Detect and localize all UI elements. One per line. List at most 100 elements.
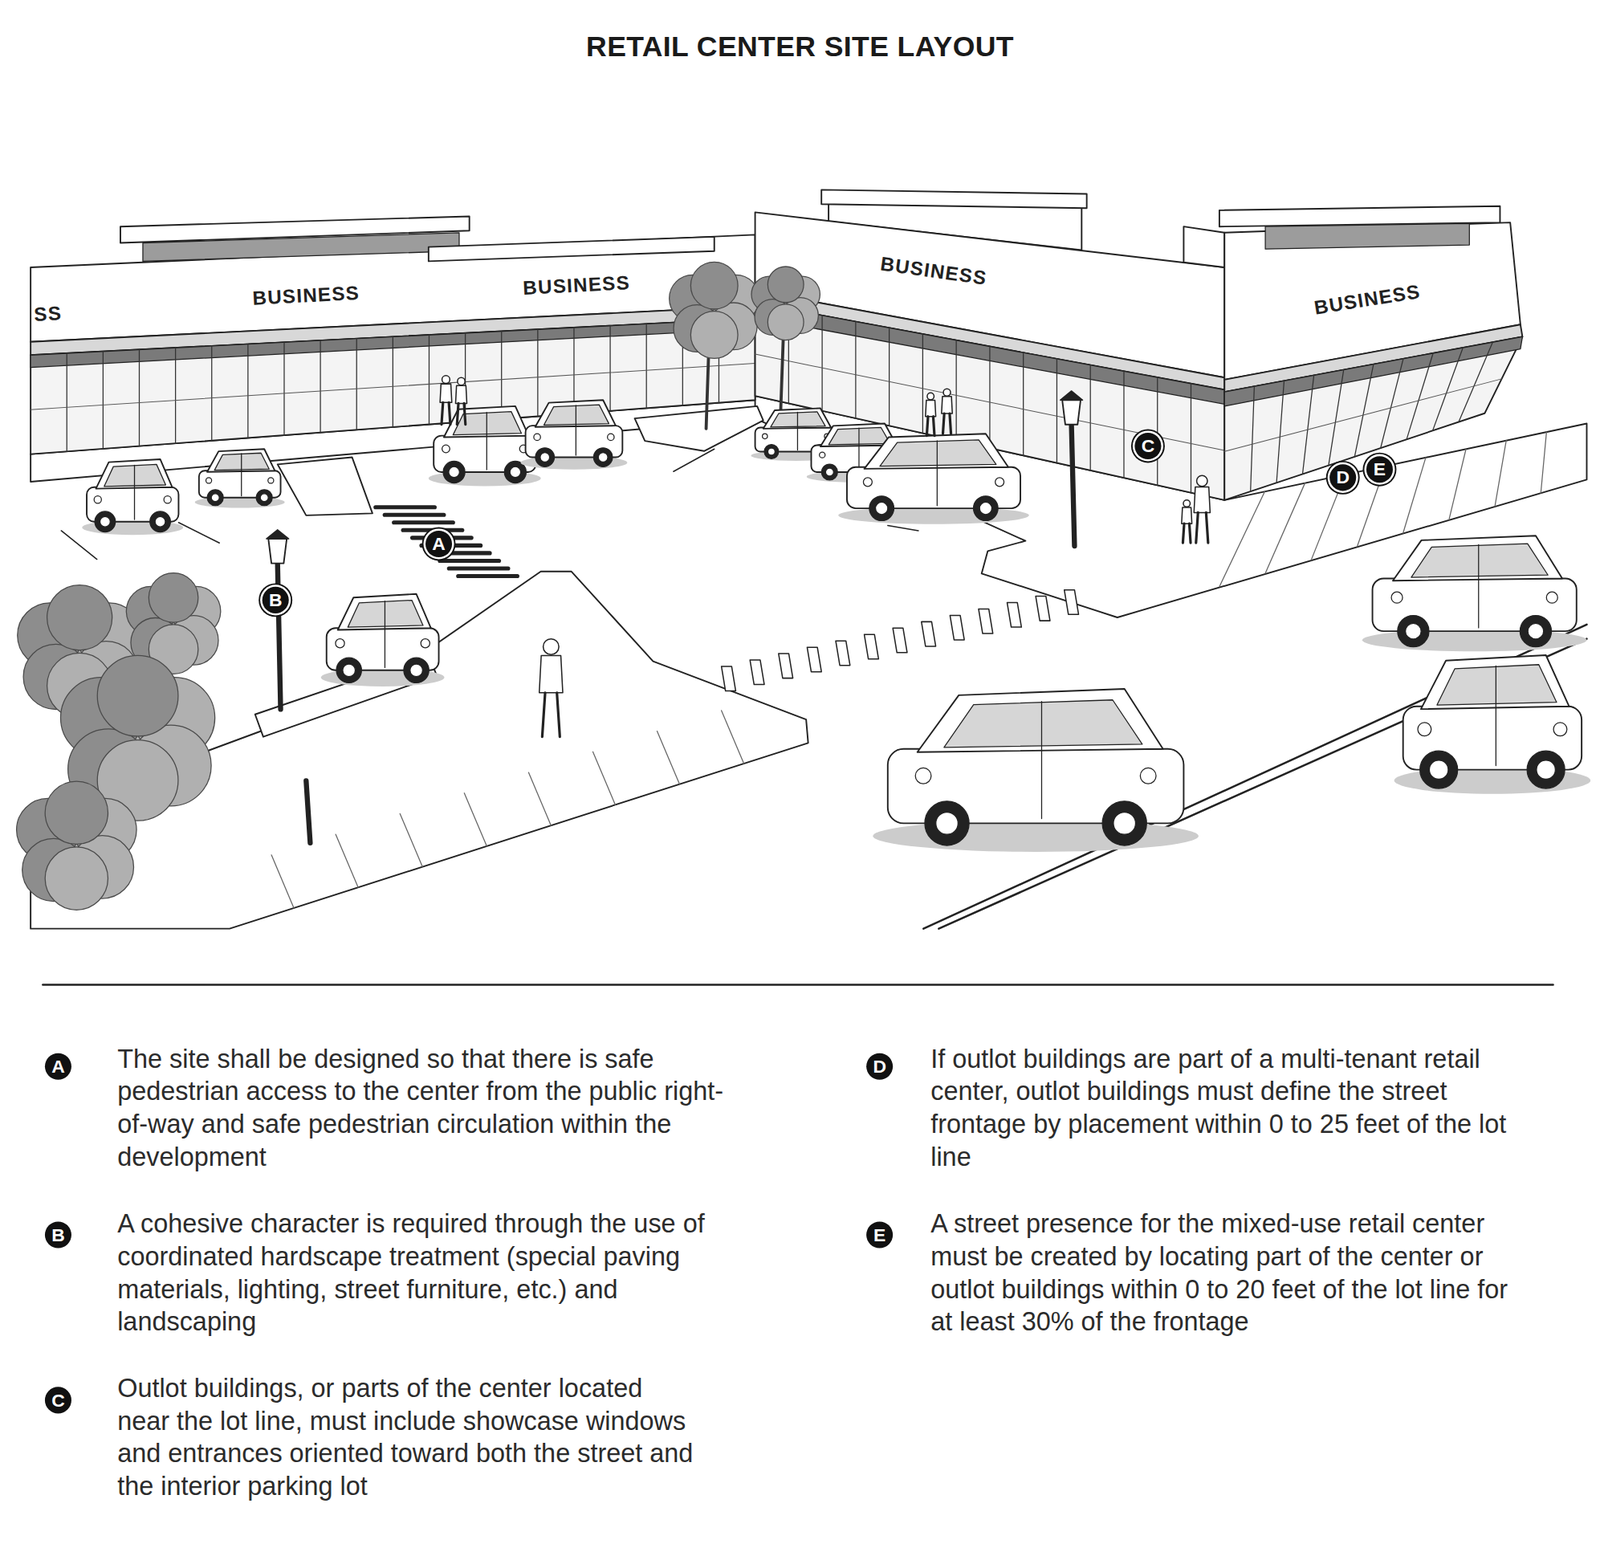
crosswalk-stripe bbox=[1007, 602, 1022, 628]
person bbox=[1182, 523, 1185, 543]
car-hub bbox=[1536, 760, 1556, 779]
transom bbox=[1224, 336, 1523, 406]
car-door bbox=[858, 427, 860, 471]
person bbox=[1188, 523, 1191, 543]
car-light bbox=[1417, 722, 1432, 737]
callout-letter: E bbox=[866, 1221, 893, 1248]
person bbox=[926, 416, 929, 436]
paving-joint bbox=[399, 813, 423, 867]
car-light bbox=[1553, 722, 1568, 737]
car-wheel bbox=[1397, 615, 1430, 648]
person bbox=[442, 375, 451, 384]
callout-note: If outlot buildings are part of a multi-… bbox=[930, 1042, 1533, 1173]
mullion bbox=[1380, 358, 1404, 448]
mullion bbox=[319, 340, 321, 433]
car-light bbox=[335, 639, 345, 648]
person bbox=[455, 385, 467, 404]
car-light bbox=[819, 451, 826, 458]
person bbox=[441, 402, 444, 424]
lamp-cap bbox=[1060, 390, 1083, 400]
car-wheel bbox=[593, 447, 612, 467]
person bbox=[464, 403, 466, 424]
car-light bbox=[163, 496, 171, 504]
paving-joint bbox=[721, 710, 745, 764]
mullion bbox=[1406, 353, 1434, 440]
car-wheel bbox=[207, 489, 224, 506]
paving-joint bbox=[657, 731, 680, 785]
mullion bbox=[392, 336, 394, 427]
mullion bbox=[247, 344, 249, 439]
mullion bbox=[1123, 370, 1124, 478]
crosswalk-stripe bbox=[921, 621, 937, 647]
car-door bbox=[1041, 701, 1043, 819]
mullion bbox=[1056, 358, 1058, 464]
car-wheel bbox=[1526, 750, 1565, 789]
person bbox=[932, 416, 935, 436]
mullion bbox=[1433, 347, 1464, 431]
car-hub bbox=[825, 468, 834, 477]
mullion bbox=[956, 340, 957, 441]
car-light bbox=[205, 477, 212, 484]
crosswalk-stripe bbox=[448, 565, 509, 570]
car-hub bbox=[1429, 760, 1448, 779]
person bbox=[1196, 512, 1199, 543]
mullion bbox=[66, 353, 68, 452]
mullion bbox=[922, 333, 924, 433]
car-light bbox=[420, 639, 430, 648]
car-door bbox=[384, 601, 386, 668]
person bbox=[1181, 507, 1193, 524]
crosswalk-stripe bbox=[806, 647, 822, 672]
person bbox=[1183, 500, 1191, 508]
car-hub bbox=[509, 466, 522, 478]
callout-letter: C bbox=[44, 1386, 72, 1413]
paving-joint bbox=[1494, 440, 1507, 507]
callout-letter: B bbox=[44, 1221, 72, 1248]
car-wheel bbox=[150, 511, 171, 533]
tree-foliage bbox=[47, 585, 113, 651]
car-door bbox=[1495, 665, 1497, 766]
callout-note: Outlot buildings, or parts of the center… bbox=[117, 1371, 699, 1503]
person bbox=[1196, 475, 1208, 486]
callout-note: A cohesive character is required through… bbox=[117, 1207, 730, 1339]
car-cabin bbox=[1392, 535, 1563, 581]
car-wheel bbox=[869, 496, 895, 522]
callout-letter: A bbox=[44, 1053, 72, 1080]
business-sign: SS bbox=[33, 302, 63, 327]
parapet bbox=[821, 189, 1087, 208]
paving-joint bbox=[335, 834, 359, 888]
car-door bbox=[240, 453, 242, 497]
callout-note: The site shall be designed so that there… bbox=[117, 1042, 746, 1173]
car-hub bbox=[342, 663, 356, 677]
tree-foliage bbox=[767, 266, 804, 303]
tower-side bbox=[1183, 226, 1225, 268]
car-wheel bbox=[535, 447, 554, 467]
mullion bbox=[1250, 386, 1255, 492]
sidewalk bbox=[30, 571, 809, 929]
car-door bbox=[797, 412, 798, 451]
callout-letter: D bbox=[1329, 464, 1356, 491]
crosswalk-stripe bbox=[439, 558, 500, 563]
car-window bbox=[452, 411, 522, 436]
callout-letter: A bbox=[425, 530, 452, 558]
person bbox=[457, 377, 465, 385]
lamp-cap bbox=[266, 529, 290, 539]
car-wheel bbox=[821, 464, 838, 481]
car-hub bbox=[598, 452, 608, 463]
crosswalk-stripe bbox=[864, 634, 880, 660]
mullion bbox=[854, 321, 856, 419]
car-light bbox=[93, 496, 102, 504]
car-cabin bbox=[1420, 655, 1570, 709]
storefront bbox=[1224, 336, 1523, 500]
mullion bbox=[537, 329, 538, 416]
car-window bbox=[944, 700, 1143, 748]
mullion bbox=[175, 347, 176, 444]
car-hub bbox=[100, 516, 111, 527]
person bbox=[541, 692, 546, 737]
paving-joint bbox=[592, 751, 615, 805]
person bbox=[1205, 512, 1209, 543]
mullion bbox=[1354, 364, 1374, 457]
island bbox=[277, 456, 373, 515]
car-light bbox=[442, 444, 451, 453]
car-window bbox=[347, 600, 424, 628]
car-wheel bbox=[764, 444, 779, 460]
